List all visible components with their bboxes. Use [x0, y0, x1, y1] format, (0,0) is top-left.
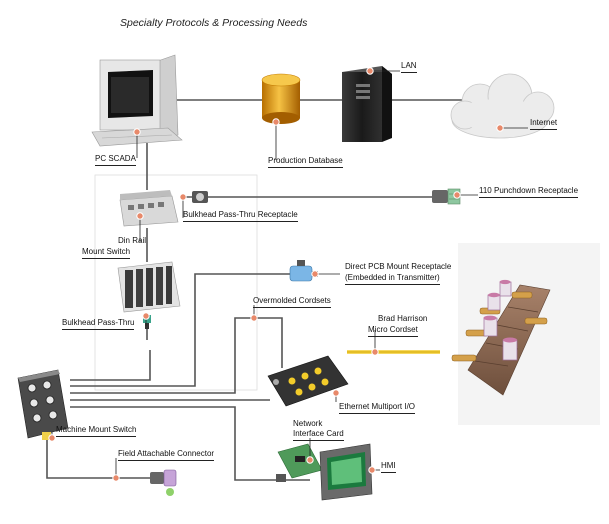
callout-dot-field-attachable — [112, 474, 120, 482]
pc-scada-computer — [91, 54, 183, 147]
network-interface-card-icon — [276, 443, 323, 482]
label-overmolded-cordsets: Overmolded Cordsets — [253, 296, 331, 308]
machine-mount-switch-icon — [17, 369, 69, 440]
label-punchdown-receptacle: 110 Punchdown Receptacle — [479, 186, 579, 198]
label-brad-harrison-line1: Brad Harrison — [378, 314, 428, 323]
callout-dot-direct-pcb — [311, 270, 319, 278]
callout-dot-ethernet — [332, 389, 340, 397]
callout-dot-brad-harrison — [371, 348, 379, 356]
hmi-panel-icon — [319, 443, 373, 501]
label-internet: Internet — [530, 118, 558, 130]
label-brad-harrison-line2: Micro Cordset — [368, 325, 418, 337]
callout-dot-bulkhead-receptacle — [179, 193, 187, 201]
direct-pcb-transmitter-icon — [289, 260, 318, 282]
label-direct-pcb-line2: (Embedded in Transmitter) — [345, 273, 440, 285]
label-bulkhead-pass-thru: Bulkhead Pass-Thru — [62, 318, 135, 330]
callout-dot-lan — [366, 67, 374, 75]
label-din-rail-line1: Din Rail — [117, 236, 146, 245]
label-production-database: Production Database — [268, 156, 343, 168]
label-hmi: HMI — [381, 461, 396, 473]
callout-dot-internet — [496, 124, 504, 132]
callout-dot-hmi — [368, 466, 376, 474]
lan-server-icon — [342, 66, 392, 142]
label-lan: LAN — [401, 61, 417, 73]
callout-dot-pc-scada — [133, 128, 141, 136]
callout-dots — [48, 67, 504, 482]
label-bulkhead-receptacle: Bulkhead Pass-Thru Receptacle — [183, 210, 298, 222]
callout-dot-bulkhead-pass-thru — [142, 312, 150, 320]
label-direct-pcb-line1: Direct PCB Mount Receptacle — [345, 262, 452, 271]
callout-dot-database — [272, 118, 280, 126]
label-network-card-line2: Interface Card — [293, 429, 344, 441]
controller-panel — [94, 174, 258, 391]
label-field-attachable: Field Attachable Connector — [118, 449, 215, 461]
label-ethernet-multiport: Ethernet Multiport I/O — [339, 402, 416, 414]
din-rail-switch-icon — [119, 190, 179, 227]
conveyor-line-illustration — [451, 279, 551, 396]
callout-dot-network-card — [306, 456, 314, 464]
field-attachable-connector-icon — [150, 469, 177, 496]
label-machine-mount-switch: Machine Mount Switch — [56, 425, 137, 437]
ethernet-multiport-io-icon — [267, 355, 349, 407]
callout-dot-din-rail — [136, 212, 144, 220]
production-database-icon — [261, 73, 301, 124]
callout-dot-overmolded — [250, 314, 258, 322]
connection-lines — [46, 99, 490, 481]
callout-dot-machine-mount — [48, 434, 56, 442]
label-pc-scada: PC SCADA — [95, 154, 136, 166]
label-network-card-line1: Network — [293, 419, 323, 428]
diagram-title: Specialty Protocols & Processing Needs — [120, 17, 308, 29]
bulkhead-receptacle-icon — [192, 191, 208, 203]
label-din-rail-line2: Mount Switch — [82, 247, 131, 259]
callout-dot-punchdown — [453, 191, 461, 199]
